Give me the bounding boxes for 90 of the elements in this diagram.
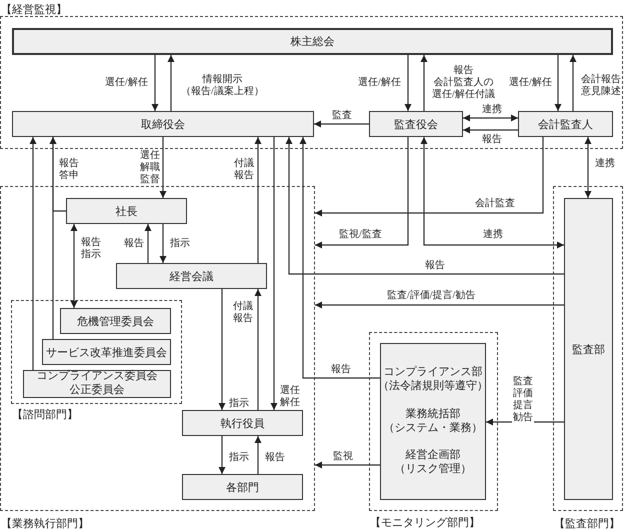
edge-label: 連携 [594, 158, 616, 170]
arrow [168, 55, 174, 111]
edge-label: 会計報告意見陳述 [580, 74, 622, 98]
edge-label: 報告 [330, 364, 352, 376]
arrow [218, 436, 226, 474]
arrow [300, 137, 380, 379]
box-label: 執行役員 [220, 416, 264, 430]
box-label: サービス改革推進委員会 [46, 346, 167, 360]
group-heading: 【監査部門】 [554, 516, 620, 529]
edge-label: 監査 [331, 110, 353, 122]
edge-label: 指示 [228, 452, 250, 464]
arrow [570, 55, 576, 111]
edge-label: 選任解任 [279, 385, 301, 409]
edge-label: 付議報告 [233, 158, 255, 182]
org-box [60, 308, 171, 334]
box-label: コンプライアンス部（法令諸規則等遵守） [378, 366, 488, 394]
org-box [12, 111, 314, 137]
org-box [42, 339, 171, 365]
box-label: 監査役会 [394, 118, 438, 132]
arrow [315, 137, 544, 216]
org-box [369, 111, 463, 137]
org-box [518, 111, 613, 137]
org-box [66, 198, 187, 224]
edge-label: 報告 [264, 452, 286, 464]
org-box [564, 198, 613, 500]
arrow [218, 289, 226, 410]
box-label: 危機管理委員会 [77, 314, 154, 328]
arrow [554, 55, 562, 111]
arrow [315, 137, 409, 248]
arrow [160, 137, 166, 198]
edge-label: 監査評価提言勧告 [512, 376, 534, 424]
edge-label: 選任/解任 [357, 77, 402, 89]
org-box [182, 410, 303, 436]
arrow [254, 137, 262, 263]
edge-label: 指示 [228, 398, 250, 410]
arrow [420, 137, 564, 248]
arrow [315, 462, 380, 468]
box-label: 経営会議 [170, 270, 214, 284]
arrow [314, 120, 369, 128]
org-box [182, 474, 303, 500]
arrow [404, 55, 412, 111]
org-box [116, 263, 267, 289]
arrow [584, 137, 592, 198]
edge-label: 監視 [332, 451, 354, 463]
box-label: 経営企画部（リスク管理） [394, 449, 472, 477]
edge-label: 選任/解任 [508, 77, 553, 89]
edge-label: 付議報告 [232, 301, 254, 325]
org-box [380, 343, 486, 500]
edge-label: 選任/解任 [104, 77, 149, 89]
arrow [50, 137, 66, 212]
arrow [463, 114, 518, 122]
group-heading: 【業務執行部門】 [1, 516, 89, 529]
arrow [254, 289, 262, 410]
edge-label: 報告指示 [80, 237, 102, 261]
org-box [23, 370, 171, 398]
arrow [152, 55, 158, 111]
edge-label: 指示 [169, 238, 191, 250]
box-label: コンプライアンス委員会公正委員会 [36, 370, 158, 398]
arrow [270, 137, 278, 410]
edge-label: 報告 [123, 238, 145, 250]
org-box [12, 28, 613, 55]
box-label: 会計監査人 [538, 118, 593, 132]
box-label: 業務統括部（システム・業務） [384, 408, 482, 436]
arrow [315, 302, 564, 308]
arrow [286, 137, 564, 275]
group-heading: 【経営監視】 [1, 2, 67, 17]
group-heading: 【諮問部門】 [12, 408, 78, 422]
box-label: 各部門 [226, 480, 259, 494]
arrow [30, 137, 36, 370]
arrow [254, 436, 262, 474]
edge-label: 報告答申 [58, 158, 80, 182]
arrow [463, 126, 518, 134]
arrow [70, 224, 78, 308]
edge-label: 監視/監査 [338, 229, 383, 241]
box-label: 取締役会 [141, 118, 185, 132]
box-label: 監査部 [572, 342, 605, 356]
edge-label: 会計監査 [474, 198, 516, 210]
edge-label: 報告 [424, 260, 446, 272]
edge-label: 連携 [482, 229, 504, 241]
arrow [144, 224, 152, 263]
arrow [420, 55, 428, 111]
box-label: 株主総会 [290, 34, 334, 49]
group-heading: 【モニタリング部門】 [370, 516, 480, 529]
edge-label: 監査/評価/提言/勧告 [386, 290, 476, 302]
edge-label: 報告 [481, 134, 503, 146]
box-label: 社長 [116, 204, 138, 218]
edge-label: 報告会計監査人の選任/解任付議 [431, 65, 496, 101]
edge-label: 選任解職監督 [139, 150, 161, 186]
edge-label: 連携 [481, 104, 503, 116]
arrow [160, 224, 166, 263]
